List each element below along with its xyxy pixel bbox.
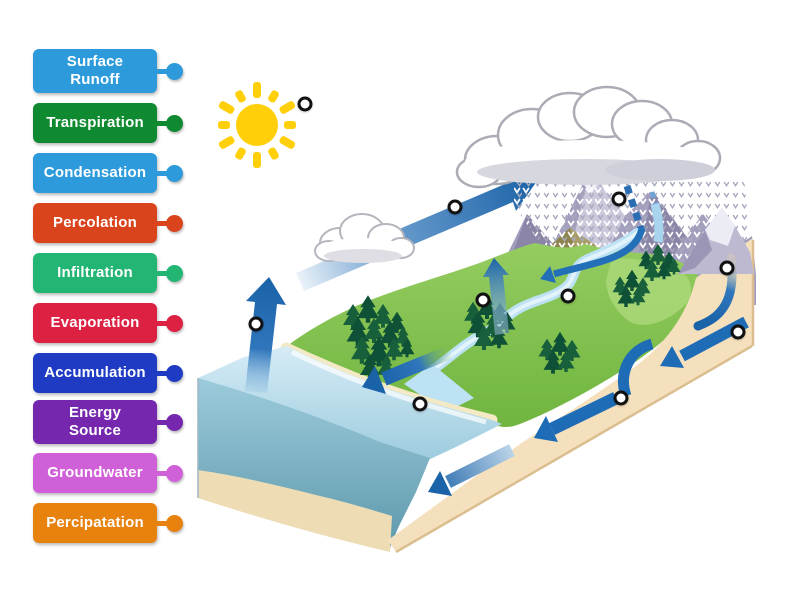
mountain-stream-arrow xyxy=(540,227,646,283)
label-groundwater[interactable]: Groundwater xyxy=(33,453,157,493)
label-item: Infiltration xyxy=(33,253,185,293)
label-infiltration[interactable]: Infiltration xyxy=(33,253,157,293)
drop-zone-rainfall[interactable] xyxy=(611,191,627,207)
label-text: Accumulation xyxy=(44,364,146,381)
label-item: Percipatation xyxy=(33,503,185,543)
label-dot xyxy=(166,264,183,282)
label-surface-runoff[interactable]: Surface Runoff xyxy=(33,49,157,93)
drop-zone-river[interactable] xyxy=(560,288,576,304)
drop-zone-forest-arrow[interactable] xyxy=(475,292,491,308)
label-dot xyxy=(166,314,183,332)
label-text: Groundwater xyxy=(47,464,143,481)
label-percolation[interactable]: Percolation xyxy=(33,203,157,243)
drop-zone-rising-vapour-arrow[interactable] xyxy=(447,199,463,215)
label-item: Surface Runoff xyxy=(33,49,185,93)
sun-icon xyxy=(218,82,296,168)
label-dot xyxy=(166,164,183,182)
groundwater-arrows xyxy=(428,338,654,496)
label-text: Transpiration xyxy=(46,114,144,131)
label-dot xyxy=(166,364,183,382)
rain-cloud-icon xyxy=(455,85,722,189)
label-percipatation[interactable]: Percipatation xyxy=(33,503,157,543)
label-item: Energy Source xyxy=(33,400,185,444)
label-text: Percipatation xyxy=(46,514,144,531)
label-text: Evaporation xyxy=(50,314,140,331)
label-item: Percolation xyxy=(33,203,185,243)
label-item: Evaporation xyxy=(33,303,185,343)
label-dot xyxy=(166,114,183,132)
label-item: Condensation xyxy=(33,153,185,193)
river xyxy=(404,228,642,412)
evaporation-arrow xyxy=(245,277,286,393)
label-item: Groundwater xyxy=(33,453,185,493)
ocean xyxy=(197,346,502,552)
runoff-arrow xyxy=(362,345,453,394)
label-text: Surface Runoff xyxy=(66,53,124,88)
drop-zone-hillside-lower[interactable] xyxy=(730,324,746,340)
label-item: Transpiration xyxy=(33,103,185,143)
label-text: Infiltration xyxy=(57,264,133,281)
label-energy-source[interactable]: Energy Source xyxy=(33,400,157,444)
drop-zone-ocean-up-arrow[interactable] xyxy=(248,316,264,332)
label-condensation[interactable]: Condensation xyxy=(33,153,157,193)
label-transpiration[interactable]: Transpiration xyxy=(33,103,157,143)
label-dot xyxy=(166,514,183,532)
label-item: Accumulation xyxy=(33,353,185,393)
small-cloud-icon xyxy=(314,213,415,263)
label-dot xyxy=(166,214,183,232)
infiltration-stream xyxy=(693,253,737,331)
transpiration-arrow xyxy=(483,258,509,335)
drop-zone-hillside-upper[interactable] xyxy=(719,260,735,276)
label-evaporation[interactable]: Evaporation xyxy=(33,303,157,343)
label-dot xyxy=(166,413,183,431)
label-dot xyxy=(166,62,183,80)
drop-zone-ocean-surface[interactable] xyxy=(412,396,428,412)
label-text: Condensation xyxy=(43,164,147,181)
rain-streams xyxy=(623,184,664,243)
label-text: Energy Source xyxy=(68,404,122,439)
drop-zone-underground-flow[interactable] xyxy=(613,390,629,406)
drop-zone-sky-near-sun[interactable] xyxy=(297,96,313,112)
label-dot xyxy=(166,464,183,482)
label-accumulation[interactable]: Accumulation xyxy=(33,353,157,393)
label-text: Percolation xyxy=(53,214,137,231)
